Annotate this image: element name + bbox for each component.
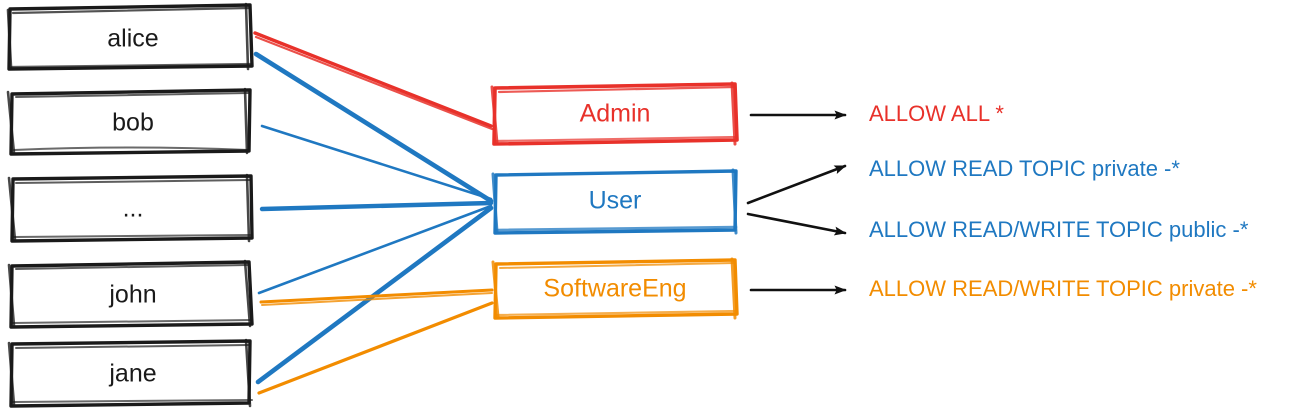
role-box-admin[interactable]: Admin <box>490 81 739 146</box>
policy-list: ALLOW ALL * ALLOW READ TOPIC private -* … <box>869 101 1257 301</box>
assignment-line-jane-softwareeng <box>257 301 494 395</box>
assignment-line-john-softwareeng <box>259 288 494 306</box>
role-label-user: User <box>589 187 642 215</box>
principal-label-john: john <box>108 281 156 309</box>
assignment-line-alice-admin <box>253 31 494 131</box>
principal-box-john[interactable]: john <box>7 259 254 329</box>
role-box-softwareeng[interactable]: SoftwareEng <box>491 257 739 320</box>
policy-text-readwrite-private: ALLOW READ/WRITE TOPIC private -* <box>869 276 1257 301</box>
role-label-admin: Admin <box>580 100 651 128</box>
arrow-user-to-policy-read-private <box>746 164 847 205</box>
assignment-line-ellipsis-user <box>259 200 494 212</box>
role-label-softwareeng: SoftwareEng <box>543 275 686 303</box>
principal-box-ellipsis[interactable]: ... <box>7 173 254 243</box>
principal-box-alice[interactable]: alice <box>6 2 254 71</box>
policy-text-readwrite-public: ALLOW READ/WRITE TOPIC public -* <box>869 217 1249 242</box>
principal-label-ellipsis: ... <box>123 195 144 223</box>
assignment-line-john-user <box>257 204 493 295</box>
policy-text-read-private: ALLOW READ TOPIC private -* <box>869 156 1180 181</box>
assignment-line-alice-user <box>253 51 494 204</box>
principal-label-alice: alice <box>107 25 158 53</box>
policy-arrows <box>746 110 847 295</box>
principal-box-jane[interactable]: jane <box>7 338 253 408</box>
policy-text-allow-all: ALLOW ALL * <box>869 101 1004 126</box>
assignment-lines <box>253 31 494 395</box>
principal-label-bob: bob <box>112 109 154 137</box>
role-box-user[interactable]: User <box>491 168 738 235</box>
arrow-user-to-policy-readwrite-public <box>746 212 847 236</box>
principal-box-bob[interactable]: bob <box>6 87 252 156</box>
assignment-line-bob-user <box>260 124 493 201</box>
principal-label-jane: jane <box>108 360 156 388</box>
